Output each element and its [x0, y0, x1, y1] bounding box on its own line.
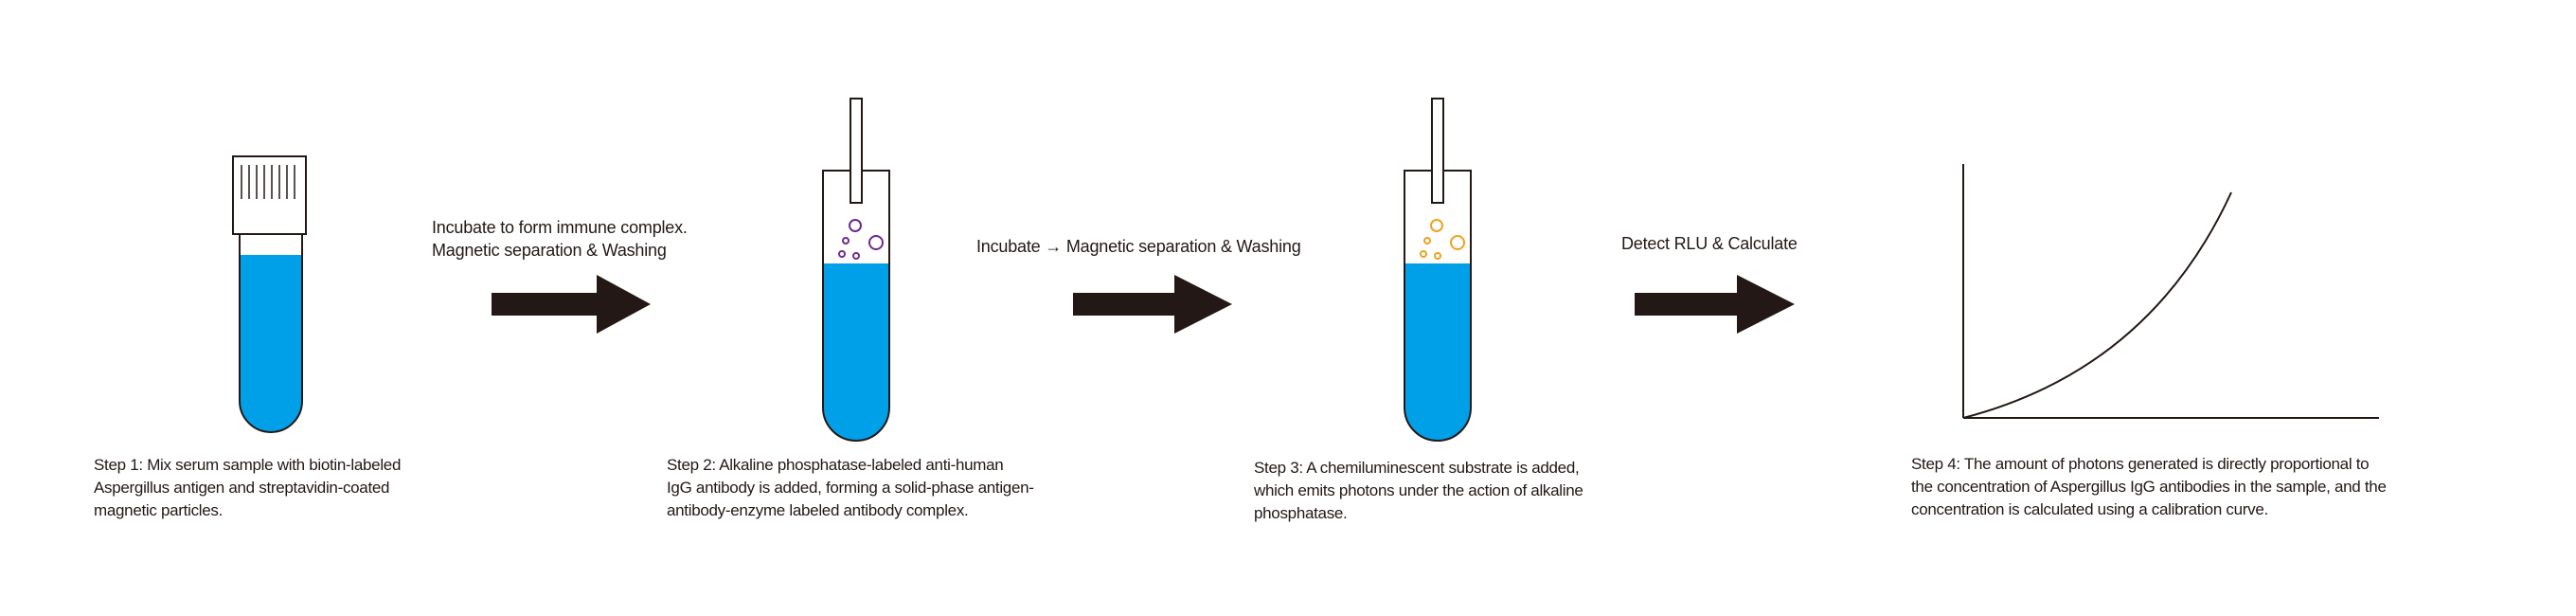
- step-4-line: Step 4: The amount of photons generated …: [1911, 455, 2370, 473]
- transition-label-2: Incubate → Magnetic separation & Washing: [976, 235, 1301, 258]
- step-2-caption: Step 2: Alkaline phosphatase-labeled ant…: [667, 454, 1034, 522]
- step-4-line: concentration is calculated using a cali…: [1911, 500, 2268, 518]
- tube1-body: [239, 208, 303, 433]
- transition-1-line-2: Magnetic separation & Washing: [432, 241, 667, 260]
- step-1-line: Step 1: Mix serum sample with biotin-lab…: [94, 456, 402, 474]
- step-1-caption: Step 1: Mix serum sample with biotin-lab…: [94, 454, 401, 522]
- arrow-right-icon: [492, 275, 651, 334]
- tube3-body: [1404, 170, 1472, 442]
- sample-tube-with-cap: [232, 155, 307, 433]
- step-3-line: Step 3: A chemiluminescent substrate is …: [1254, 459, 1580, 477]
- tube3-probe: [1431, 98, 1444, 204]
- step-4-line: the concentration of Aspergillus IgG ant…: [1911, 478, 2387, 496]
- bubbles-orange: [1420, 219, 1465, 260]
- arrow-right-icon: [1635, 275, 1795, 334]
- step-3-caption: Step 3: A chemiluminescent substrate is …: [1254, 457, 1583, 525]
- tube2-liquid: [823, 263, 889, 441]
- calibration-curve-graph: [1962, 164, 2379, 419]
- step-2-line: antibody-enzyme labeled antibody complex…: [667, 501, 969, 519]
- tube3-liquid: [1404, 263, 1471, 441]
- tube1-liquid: [240, 255, 302, 432]
- tube2-probe: [850, 98, 863, 204]
- transition-label-3: Detect RLU & Calculate: [1621, 232, 1798, 255]
- step-3-line: which emits photons under the action of …: [1254, 481, 1583, 499]
- cap-ridges: [241, 165, 295, 199]
- reaction-tube-step2: [822, 98, 890, 442]
- transition-1-line-1: Incubate to form immune complex.: [432, 218, 688, 237]
- step-1-line: magnetic particles.: [94, 501, 224, 519]
- step-3-line: phosphatase.: [1254, 504, 1348, 522]
- step-2-line: IgG antibody is added, forming a solid-p…: [667, 479, 1034, 497]
- arrow-right-icon: [1073, 275, 1232, 334]
- step-2-line: Step 2: Alkaline phosphatase-labeled ant…: [667, 456, 1004, 474]
- reaction-tube-step3: [1404, 98, 1472, 442]
- bubbles-purple: [838, 219, 884, 260]
- transition-2-line-1: Incubate → Magnetic separation & Washing: [976, 237, 1301, 256]
- tube2-body: [822, 170, 890, 442]
- tube1-cap: [232, 155, 307, 235]
- step-1-line: Aspergillus antigen and streptavidin-coa…: [94, 479, 390, 497]
- step-4-caption: Step 4: The amount of photons generated …: [1911, 453, 2387, 521]
- calibration-curve: [1962, 191, 2232, 419]
- transition-3-line-1: Detect RLU & Calculate: [1621, 234, 1798, 253]
- transition-label-1: Incubate to form immune complex. Magneti…: [432, 216, 688, 262]
